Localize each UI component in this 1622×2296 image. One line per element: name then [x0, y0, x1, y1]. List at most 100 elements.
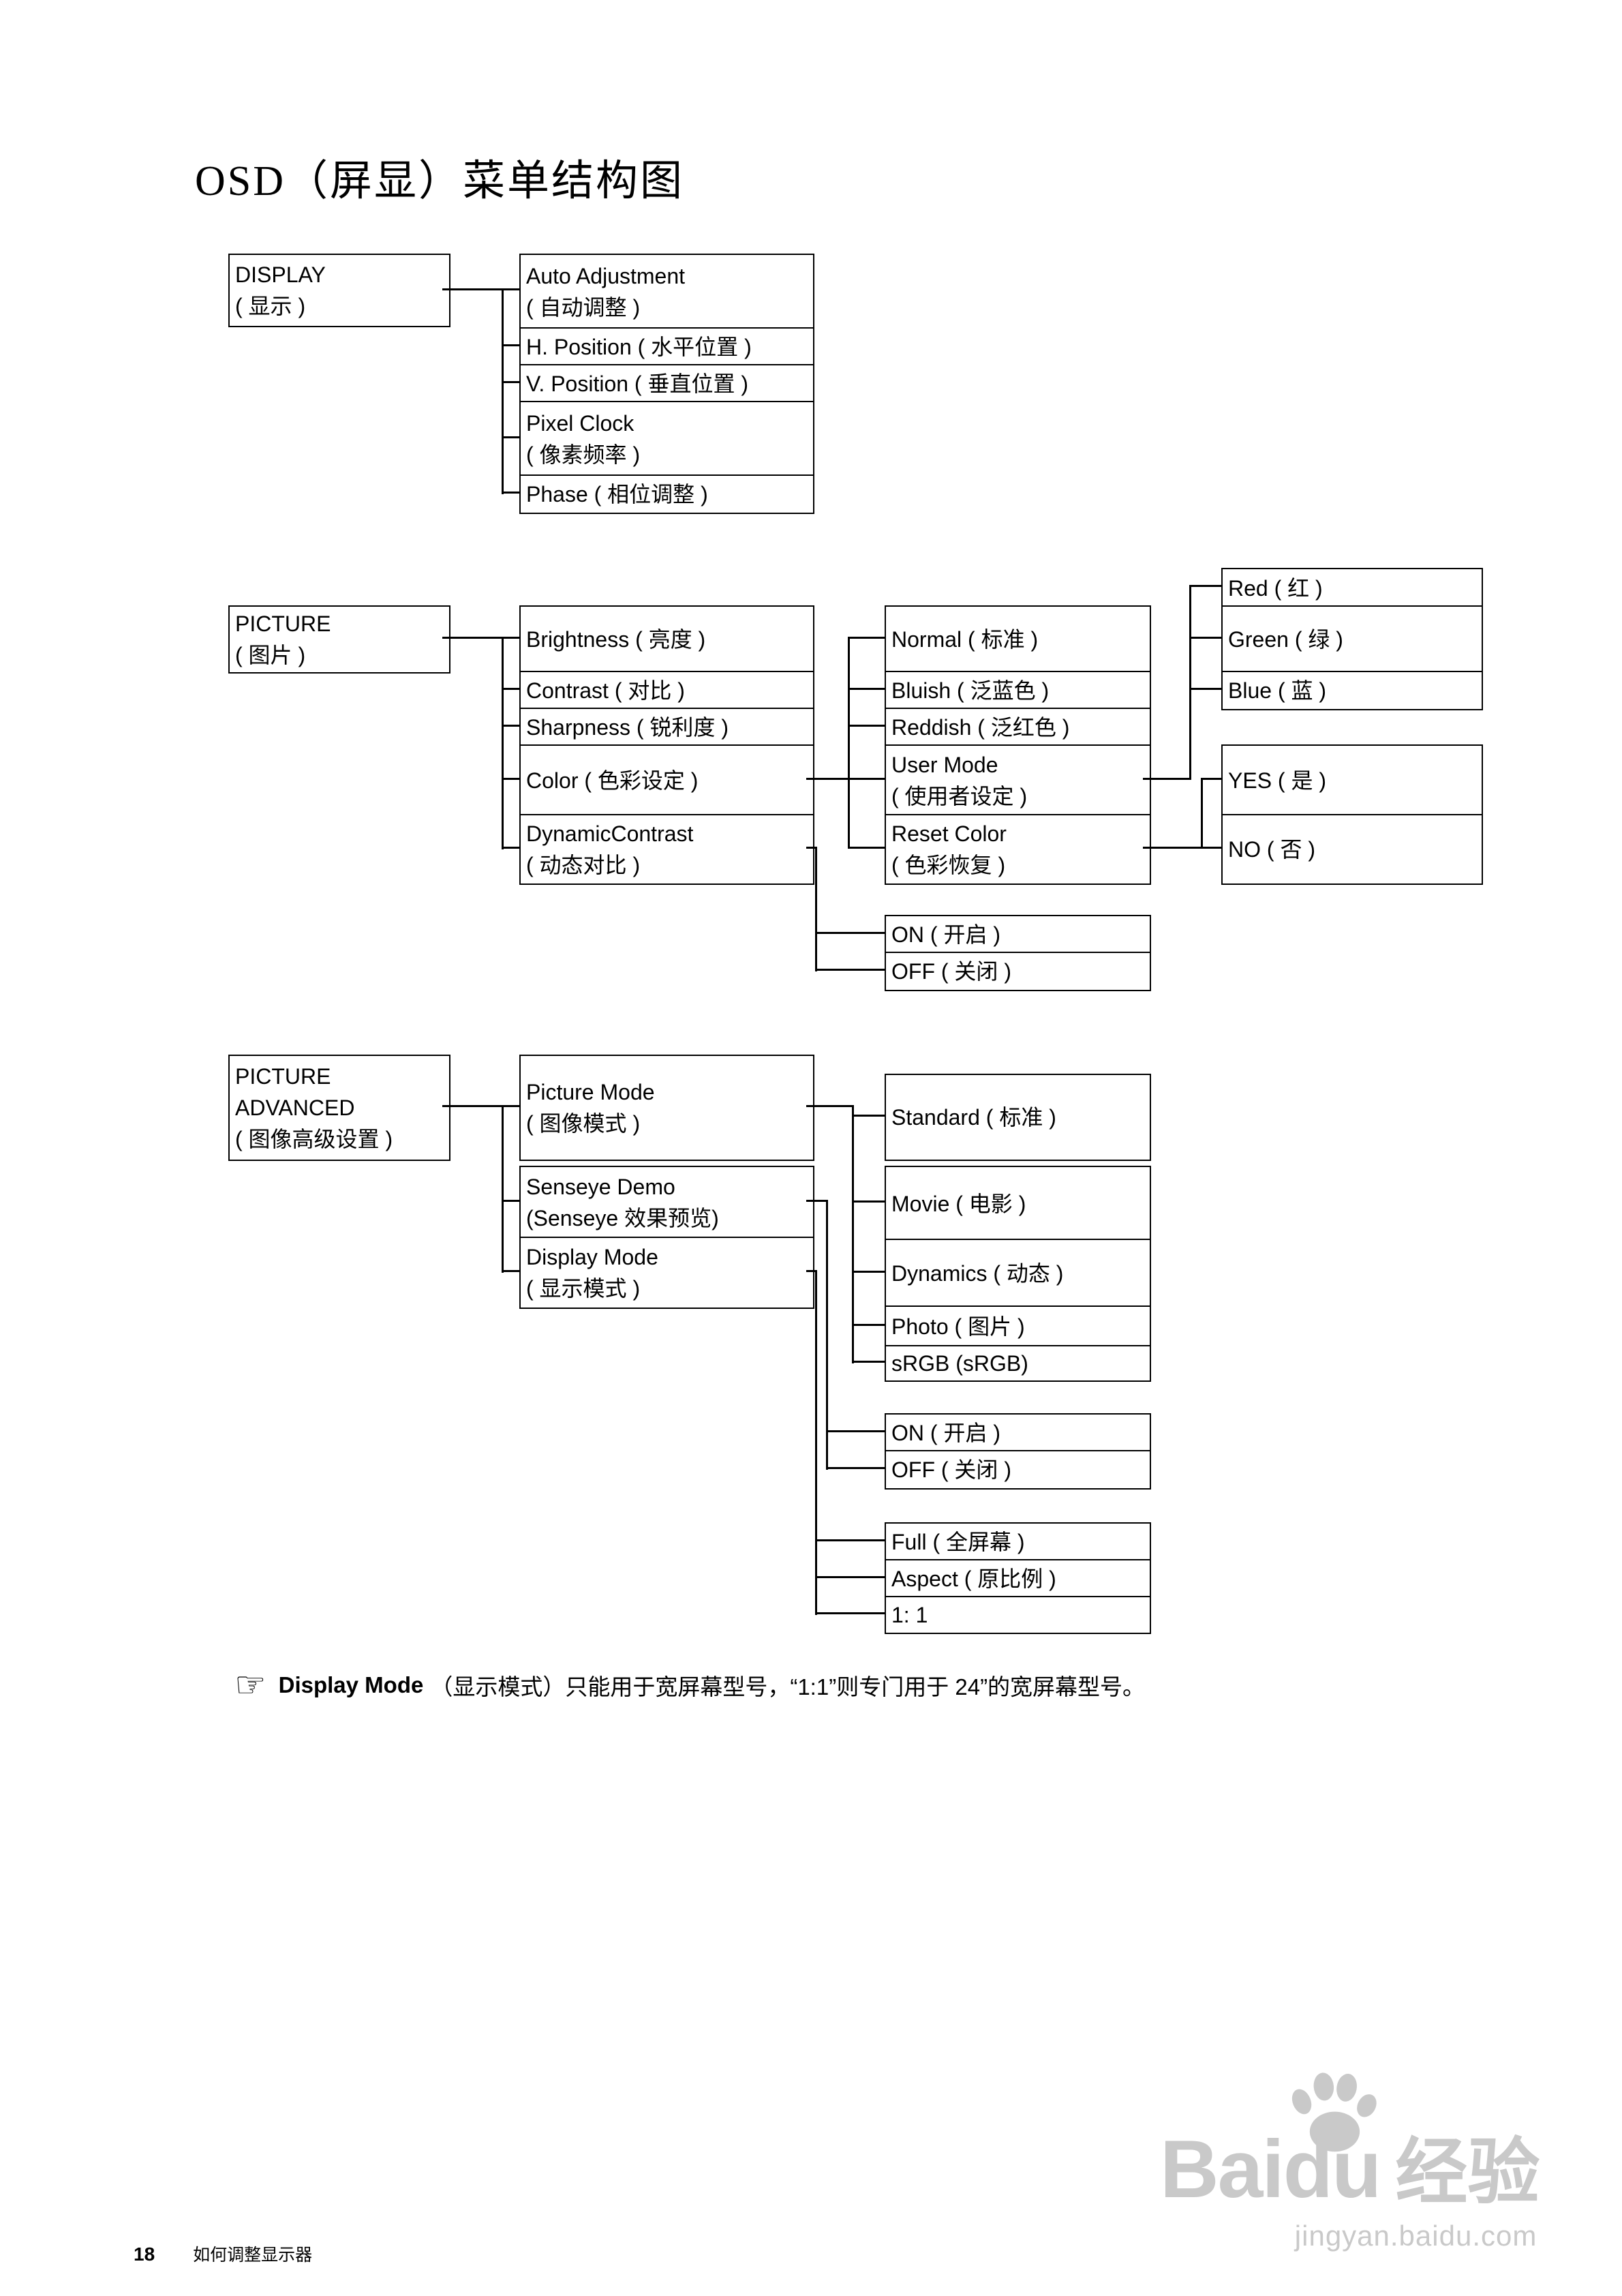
node-label: Brightness ( 亮度 ) — [526, 627, 706, 652]
connector-line — [502, 778, 519, 780]
node-label: Sharpness ( 锐利度 ) — [526, 715, 729, 740]
connector-line — [815, 932, 885, 934]
page-title: OSD（屏显）菜单结构图 — [195, 158, 685, 205]
node-label: ( 显示 ) — [235, 294, 306, 318]
connector-line — [815, 1576, 885, 1578]
menu-node-sharpness: Sharpness ( 锐利度 ) — [519, 708, 814, 747]
connector-line — [806, 778, 850, 780]
display-mode-note: ☞ Display Mode （显示模式）只能用于宽屏幕型号，“1:1”则专门用… — [234, 1667, 1145, 1703]
connector-line — [848, 725, 885, 727]
watermark: Baidu 经验 jingyan.baidu.com — [1160, 2113, 1540, 2252]
menu-node-senseye-on: ON ( 开启 ) — [885, 1413, 1151, 1453]
menu-node-senseye-off: OFF ( 关闭 ) — [885, 1450, 1151, 1490]
node-label: ( 图像模式 ) — [526, 1111, 641, 1136]
connector-line — [852, 1361, 885, 1363]
connector-line — [848, 688, 885, 690]
connector-line — [442, 637, 519, 639]
menu-node-one-to-one: 1: 1 — [885, 1596, 1151, 1634]
watermark-brand-en: Baidu — [1160, 2124, 1381, 2215]
connector-line — [1201, 778, 1203, 849]
node-label: DISPLAY — [235, 262, 326, 287]
menu-node-v-position: V. Position ( 垂直位置 ) — [519, 364, 814, 404]
menu-node-photo: Photo ( 图片 ) — [885, 1305, 1151, 1348]
node-label: Full ( 全屏幕 ) — [891, 1530, 1025, 1554]
node-label: Dynamics ( 动态 ) — [891, 1261, 1064, 1286]
node-label: ( 自动调整 ) — [526, 295, 641, 320]
menu-node-movie: Movie ( 电影 ) — [885, 1166, 1151, 1241]
menu-node-bluish: Bluish ( 泛蓝色 ) — [885, 671, 1151, 710]
connector-line — [1143, 847, 1221, 849]
baidu-paw-icon — [1291, 2072, 1377, 2152]
node-label: Standard ( 标准 ) — [891, 1105, 1056, 1130]
menu-node-aspect: Aspect ( 原比例 ) — [885, 1559, 1151, 1599]
node-label: Red ( 红 ) — [1228, 575, 1323, 601]
connector-line — [502, 1270, 519, 1272]
menu-node-standard: Standard ( 标准 ) — [885, 1074, 1151, 1161]
node-label: Senseye Demo — [526, 1175, 675, 1199]
node-label: PICTURE — [235, 611, 331, 636]
node-label: ( 色彩恢复 ) — [891, 853, 1006, 877]
node-label: sRGB (sRGB) — [891, 1351, 1028, 1376]
connector-line — [806, 1105, 854, 1107]
menu-node-srgb: sRGB (sRGB) — [885, 1345, 1151, 1382]
menu-node-blue: Blue ( 蓝 ) — [1221, 671, 1483, 710]
menu-node-red: Red ( 红 ) — [1221, 568, 1483, 608]
node-label: ( 像素频率 ) — [526, 442, 641, 467]
node-label: Reddish ( 泛红色 ) — [891, 715, 1070, 740]
connector-line — [502, 725, 519, 727]
menu-node-normal: Normal ( 标准 ) — [885, 605, 1151, 674]
node-label: User Mode — [891, 753, 998, 777]
connector-line — [852, 1324, 885, 1326]
menu-node-contrast: Contrast ( 对比 ) — [519, 671, 814, 710]
connector-line — [815, 847, 817, 971]
connector-line — [815, 1539, 885, 1541]
menu-node-full: Full ( 全屏幕 ) — [885, 1522, 1151, 1562]
connector-line — [502, 288, 504, 494]
connector-line — [826, 1430, 885, 1432]
connector-line — [1201, 778, 1221, 780]
connector-line — [1189, 585, 1191, 780]
node-label: ON ( 开启 ) — [891, 1421, 1000, 1445]
menu-node-reddish: Reddish ( 泛红色 ) — [885, 708, 1151, 747]
connector-line — [502, 637, 504, 849]
connector-line — [848, 778, 885, 780]
node-label: Blue ( 蓝 ) — [1228, 678, 1327, 703]
connector-line — [852, 1271, 885, 1273]
menu-node-auto-adjustment: Auto Adjustment ( 自动调整 ) — [519, 254, 814, 330]
menu-node-senseye-demo: Senseye Demo (Senseye 效果预览) — [519, 1166, 814, 1239]
connector-line — [806, 1200, 828, 1202]
node-label: OFF ( 关闭 ) — [891, 1457, 1011, 1482]
menu-node-h-position: H. Position ( 水平位置 ) — [519, 327, 814, 367]
connector-line — [1189, 637, 1221, 639]
watermark-url: jingyan.baidu.com — [1294, 2220, 1537, 2252]
node-label: (Senseye 效果预览) — [526, 1206, 719, 1230]
menu-node-color: Color ( 色彩设定 ) — [519, 744, 814, 817]
connector-line — [502, 847, 519, 849]
menu-node-green: Green ( 绿 ) — [1221, 605, 1483, 674]
menu-node-display-mode: Display Mode ( 显示模式 ) — [519, 1237, 814, 1309]
connector-line — [852, 1200, 885, 1203]
connector-line — [502, 381, 519, 383]
menu-node-pixel-clock: Pixel Clock ( 像素频率 ) — [519, 401, 814, 477]
node-label: ( 动态对比 ) — [526, 853, 641, 877]
node-label: Display Mode — [526, 1245, 658, 1269]
connector-line — [1189, 688, 1221, 690]
node-label: ( 使用者设定 ) — [891, 784, 1028, 809]
node-label: Normal ( 标准 ) — [891, 627, 1039, 652]
connector-line — [1189, 585, 1221, 587]
hand-pointer-icon: ☞ — [234, 1665, 266, 1705]
watermark-brand: Baidu 经验 — [1160, 2113, 1540, 2218]
node-label: ADVANCED — [235, 1096, 355, 1120]
menu-node-picture: PICTURE ( 图片 ) — [228, 605, 450, 674]
note-bold-text: Display Mode — [278, 1672, 424, 1697]
node-label: 1: 1 — [891, 1603, 928, 1627]
node-label: PICTURE — [235, 1064, 331, 1089]
node-label: Contrast ( 对比 ) — [526, 678, 685, 703]
node-label: H. Position ( 水平位置 ) — [526, 335, 752, 359]
node-label: ( 显示模式 ) — [526, 1276, 641, 1301]
menu-node-phase: Phase ( 相位调整 ) — [519, 474, 814, 514]
node-label: Pixel Clock — [526, 411, 634, 436]
node-label: V. Position ( 垂直位置 ) — [526, 372, 749, 396]
page-number: 18 — [134, 2244, 155, 2265]
